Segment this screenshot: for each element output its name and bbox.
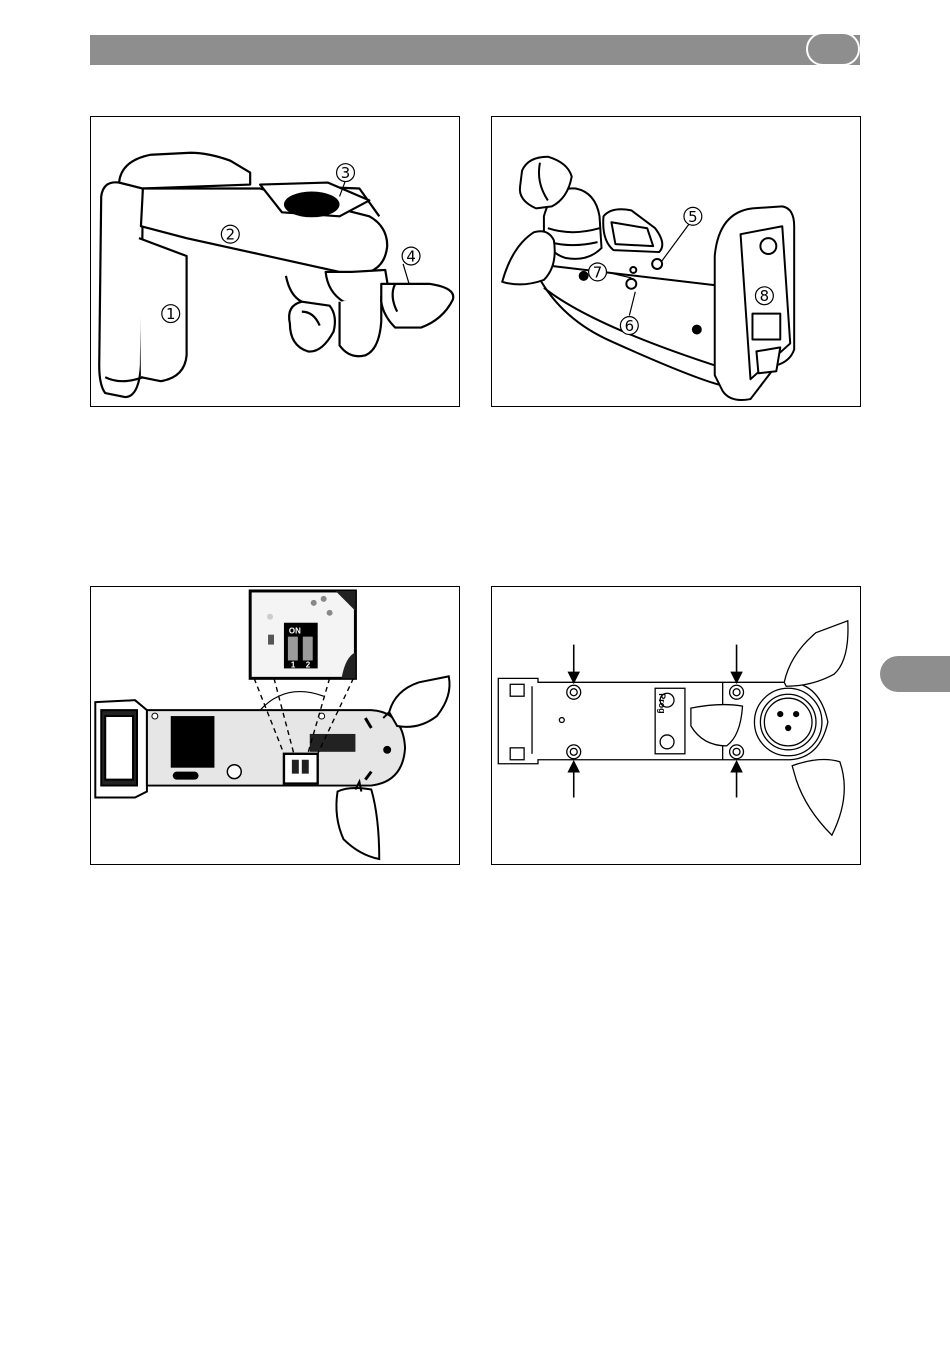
dip-switch-2-label: 2 <box>306 660 311 669</box>
figure-bottom-plate-screws: Prog <box>491 586 861 865</box>
dip-switch-1-label: 1 <box>291 660 296 669</box>
pcb-chip <box>171 716 215 768</box>
header-bar <box>90 35 860 65</box>
callout-5: 5 <box>688 208 697 226</box>
dip-switch-highlight <box>284 754 318 784</box>
figure-sensor-side-view: 3 2 4 1 <box>90 116 460 407</box>
sensor-bottom-illustration: 5 7 6 8 <box>492 117 860 406</box>
pcb-illustration: ON 1 2 <box>91 587 459 864</box>
callout-3: 3 <box>341 164 350 182</box>
callout-2: 2 <box>226 226 235 244</box>
header-tab <box>806 32 860 66</box>
callout-4: 4 <box>406 248 415 266</box>
figure-sensor-bottom-view: 5 7 6 8 <box>491 116 861 407</box>
sensor-side-illustration: 3 2 4 1 <box>91 117 459 406</box>
dip-on-label: ON <box>289 627 301 636</box>
prog-label: Prog <box>657 693 667 713</box>
callout-8: 8 <box>760 287 769 305</box>
side-chapter-tab <box>880 656 950 692</box>
figure-pcb-dip-switch: ON 1 2 <box>90 586 460 865</box>
callout-1: 1 <box>166 305 175 323</box>
bottom-plate-illustration: Prog <box>492 587 860 864</box>
solar-cell-icon <box>284 191 340 217</box>
callout-6: 6 <box>625 317 634 335</box>
callout-7: 7 <box>593 263 602 281</box>
